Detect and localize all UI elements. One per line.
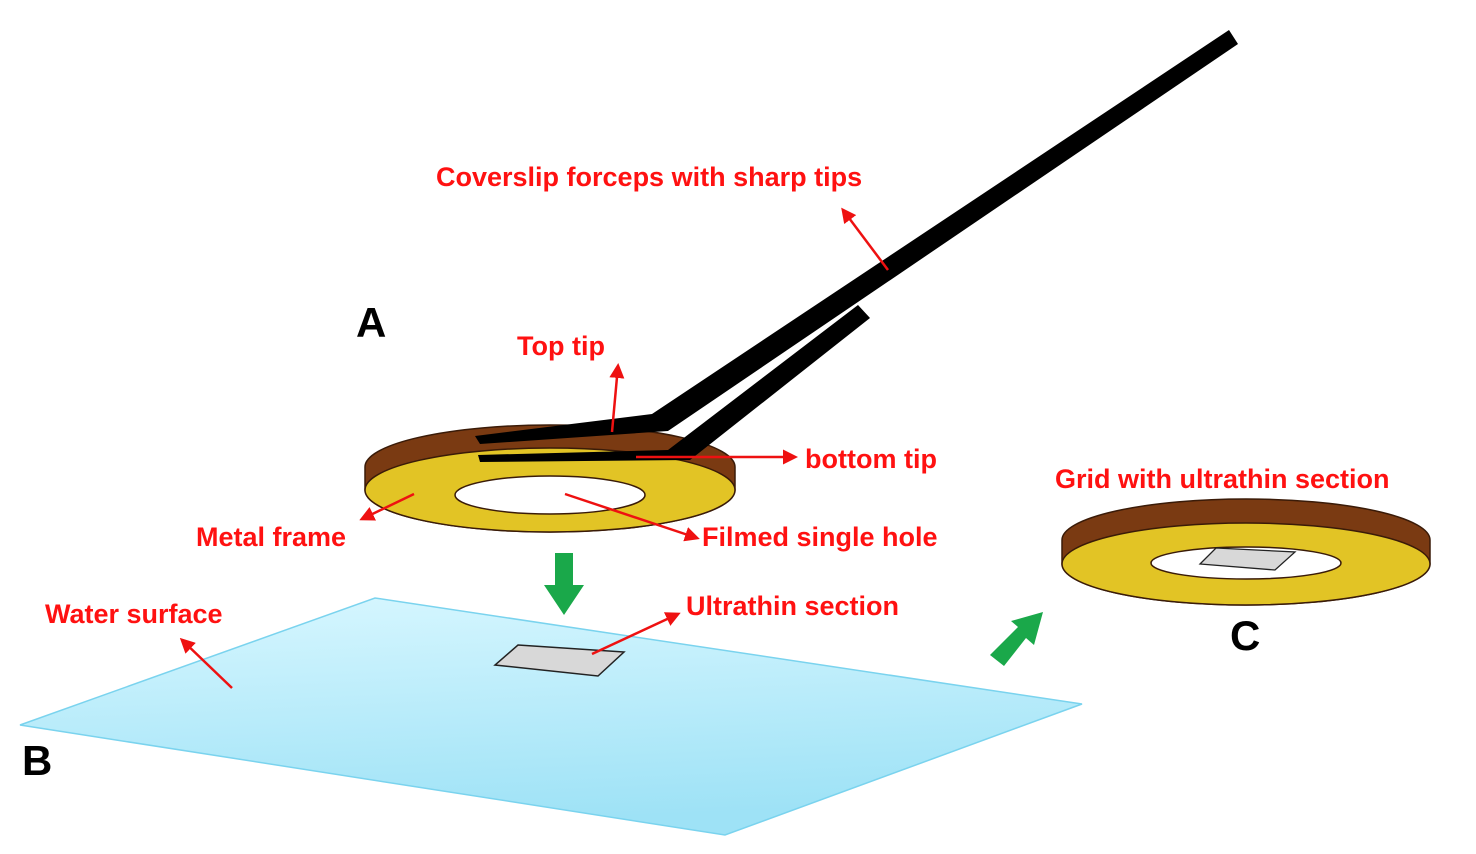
arrow-water-surface <box>179 637 233 689</box>
label-ultrathin-section: Ultrathin section <box>686 591 899 621</box>
panel-label-c: C <box>1230 612 1260 659</box>
grid-a-hole <box>454 475 646 515</box>
arrow-top-tip <box>609 363 625 433</box>
label-filmed-hole: Filmed single hole <box>702 522 938 552</box>
arrow-filmed-hole <box>564 492 700 542</box>
panel-label-a: A <box>356 299 386 346</box>
label-grid-with-section: Grid with ultrathin section <box>1055 464 1390 494</box>
green-arrow-down <box>544 553 584 615</box>
water-surface <box>19 597 1083 836</box>
arrow-forceps <box>841 207 889 271</box>
panel-label-b: B <box>22 737 52 784</box>
forceps <box>475 30 1238 462</box>
green-arrow-up-right <box>990 612 1043 666</box>
arrow-metal-frame <box>359 492 415 521</box>
label-top-tip: Top tip <box>517 331 605 361</box>
label-bottom-tip: bottom tip <box>805 444 937 474</box>
label-forceps: Coverslip forceps with sharp tips <box>436 162 862 192</box>
forceps-top-tip <box>475 30 1238 444</box>
grid-c-section <box>1198 547 1297 571</box>
label-metal-frame: Metal frame <box>196 522 346 552</box>
label-water-surface: Water surface <box>45 599 223 629</box>
arrow-ultrathin-section <box>591 612 681 656</box>
grid-a <box>364 424 736 533</box>
grid-c <box>1061 498 1431 606</box>
